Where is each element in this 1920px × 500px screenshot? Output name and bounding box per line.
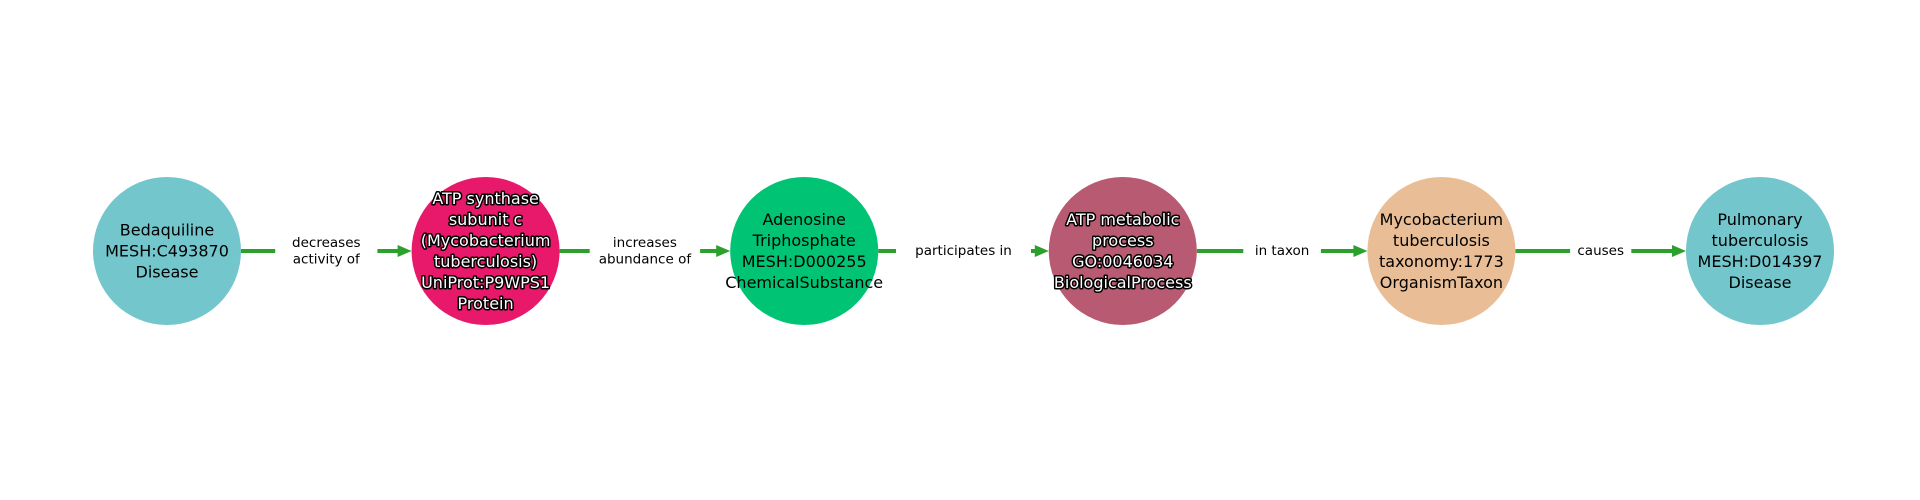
node-label-line: OrganismTaxon (1380, 273, 1503, 292)
edge-arrowhead (1353, 245, 1368, 257)
edge-label-line: decreases (292, 235, 361, 251)
edge-5: causes (1515, 239, 1686, 263)
edge-label-line: participates in (915, 243, 1012, 259)
node-label-line: taxonomy:1773 (1379, 252, 1504, 271)
edge-3: participates in (878, 239, 1049, 263)
node-label-line: Disease (1729, 273, 1792, 292)
node-label-line: Bedaquiline (120, 221, 214, 240)
node-label-line: ATP metabolic (1066, 210, 1179, 229)
node-circle (1048, 177, 1197, 325)
edge-arrowhead (716, 245, 731, 257)
edge-label-background (1570, 239, 1632, 263)
node-4: ATP metabolic processGO:0046034Biological… (1048, 177, 1197, 325)
edge-label-background (896, 239, 1031, 263)
edge-label-line: activity of (293, 251, 361, 267)
node-label-line: Mycobacterium (1380, 210, 1503, 229)
node-label-line: Protein (458, 294, 514, 313)
edge-arrowhead (397, 245, 412, 257)
node-label-line: subunit c (449, 210, 523, 229)
edge-label-line: causes (1577, 243, 1624, 259)
node-circle (1686, 177, 1834, 325)
edge-label-line: abundance of (599, 251, 693, 267)
node-circle (411, 177, 560, 325)
node-label-line: MESH:C493870 (105, 242, 229, 261)
edge-label-line: in taxon (1255, 243, 1310, 259)
node-label-line: BiologicalProcess (1054, 273, 1192, 292)
node-label-line: (Mycobacterium (421, 231, 551, 250)
node-label-line: tuberculosis) (434, 252, 537, 271)
node-label-line: MESH:D000255 (742, 252, 867, 271)
node-2: ATP synthase subunit c (Mycobacterium tuber… (411, 177, 560, 325)
edge-label-background (275, 231, 378, 271)
node-label-line: Pulmonary (1717, 210, 1802, 229)
node-label-line: GO:0046034 (1072, 252, 1173, 271)
node-circle (1367, 177, 1516, 325)
node-5: Mycobacterium tuberculosis taxonomy:1773Or… (1367, 177, 1516, 325)
edge-4: in taxon (1196, 239, 1368, 263)
edge-label-background (589, 231, 701, 271)
node-label-line: tuberculosis (1393, 231, 1490, 250)
edge-label-line: increases (613, 235, 677, 251)
node-label-line: UniProt:P9WPS1 (421, 273, 550, 292)
edge-label-background (1243, 239, 1321, 263)
node-label-line: Adenosine (763, 210, 846, 229)
node-label-line: Disease (136, 263, 199, 282)
node-3: AdenosineTriphosphateMESH:D000255Chemica… (725, 177, 883, 325)
node-circle (93, 177, 241, 325)
node-label-line: tuberculosis (1712, 231, 1809, 250)
node-circle (730, 177, 879, 325)
node-label-line: MESH:D014397 (1698, 252, 1823, 271)
edge-arrowhead (1672, 245, 1686, 257)
edge-arrowhead (1034, 245, 1049, 257)
node-label-line: ATP synthase (432, 189, 539, 208)
node-label-line: Triphosphate (752, 231, 856, 250)
node-label-line: ChemicalSubstance (725, 273, 883, 292)
node-label-line: process (1092, 231, 1153, 250)
